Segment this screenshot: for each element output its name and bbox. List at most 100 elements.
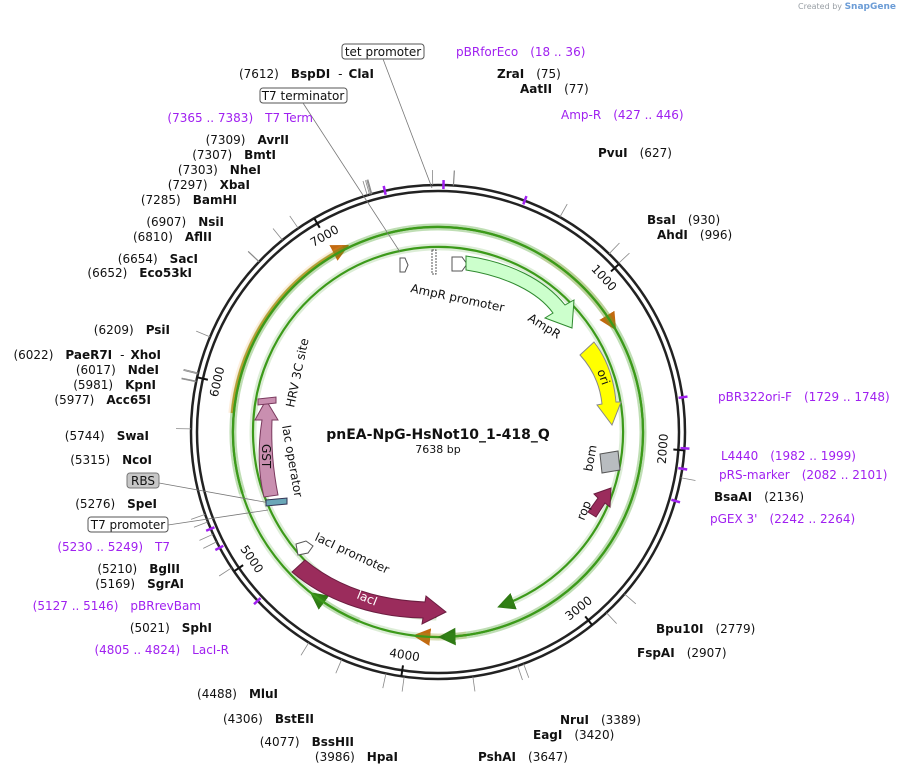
primer-mark-amp-r: [522, 195, 528, 205]
site-tick-xbai: [365, 180, 371, 195]
primer-t7-term-range: (7365 .. 7383): [167, 111, 253, 125]
site-eagi: EagI(3420): [533, 728, 614, 742]
site-bpu10i-name: Bpu10I: [656, 622, 703, 636]
site-ndei-name: NdeI: [128, 363, 159, 377]
site-nhei: (7303)NheI: [178, 163, 261, 177]
site-tick-nsii: [289, 215, 299, 229]
site-bspdi-clai: (7612)BspDI-ClaI: [239, 67, 374, 81]
primer-prs-marker: pRS-marker(2082 .. 2101): [719, 468, 887, 482]
lac-operator-marker: [265, 497, 288, 507]
site-xhoi-name: XhoI: [130, 348, 161, 362]
site-fspai-name: FspAI: [637, 646, 675, 660]
primer-mark-pgex-3-: [671, 498, 681, 504]
site-bsai-pos: (930): [688, 213, 720, 227]
primer-pbrrevbam-name: pBRrevBam: [130, 599, 201, 613]
hrv-3c-site-marker: [257, 396, 277, 406]
site-bsteii: (4306)BstEII: [223, 712, 314, 726]
site-kpni: (5981) KpnI: [73, 378, 156, 392]
site-xbai-pos: (7297): [168, 178, 208, 192]
site-tick-sphi: [218, 567, 232, 577]
site-psii: (6209)PsiI: [94, 323, 170, 337]
site-tick-psii: [196, 330, 211, 338]
site-bglii: (5210)BglII: [97, 562, 180, 576]
site-tick-mlui: [300, 642, 310, 656]
site-bsaai: BsaAI (2136): [714, 490, 804, 504]
site-fspai: FspAI(2907): [637, 646, 727, 660]
primer-pbr322ori-f-range: (1729 .. 1748): [804, 390, 890, 404]
site-bsshii-pos: (4077): [260, 735, 300, 749]
created-by-text: Created by: [798, 2, 843, 11]
primer-pbrforeco-range: (18 .. 36): [530, 45, 585, 59]
site-eagi-name: EagI: [533, 728, 562, 742]
primer-mark-prs-marker: [678, 466, 688, 471]
site-sphi: (5021)SphI: [130, 621, 212, 635]
rbs-box: RBS: [126, 472, 160, 489]
site-sgrai-pos: (5169): [95, 577, 135, 591]
tick-6000: [196, 376, 209, 381]
site-avrii-pos: (7309): [206, 133, 246, 147]
site-avrii: (7309) AvrII: [206, 133, 289, 147]
site-kpni-name: KpnI: [125, 378, 156, 392]
site-tick-bsaai: [680, 477, 696, 481]
site-tick-hpai: [401, 676, 405, 692]
site-kpni-pos: (5981): [73, 378, 113, 392]
site-bmti-pos: (7307): [192, 148, 232, 162]
site-bsshii-name: BssHII: [312, 735, 354, 749]
site-eco53ki-name: Eco53kI: [139, 266, 192, 280]
site-tick-sgrai: [203, 541, 217, 549]
tick-1000: [610, 263, 620, 273]
site-tick-bsteii: [335, 659, 343, 674]
site-bsaai-pos: (2136): [764, 490, 804, 504]
site-mlui-name: MluI: [249, 687, 278, 701]
site-acc65i-name: Acc65I: [106, 393, 151, 407]
site-paer7i-pos: (6022): [13, 348, 53, 362]
site-aatii-pos: (77): [564, 82, 589, 96]
site-tick-bglii: [199, 533, 214, 541]
laci-arrow: [291, 559, 447, 625]
site-pshai-name: PshAI: [478, 750, 516, 764]
bom-label: bom: [581, 444, 599, 473]
primer-t7-term: (7365 .. 7383) T7 Term: [167, 111, 313, 125]
ori-label: ori: [594, 367, 612, 386]
site-bsshii: (4077) BssHII: [260, 735, 354, 749]
site-nsii-pos: (6907): [146, 215, 186, 229]
green-arc-bottom-halo: [229, 223, 647, 641]
site-mlui-pos: (4488): [197, 687, 237, 701]
site-bsai: BsaI (930): [647, 213, 720, 227]
site-bsteii-pos: (4306): [223, 712, 263, 726]
site-nrui: NruI(3389): [560, 713, 641, 727]
tet-promoter-label: tet promoter: [345, 45, 421, 59]
site-sphi-name: SphI: [182, 621, 212, 635]
site-avrii-name: AvrII: [257, 133, 289, 147]
site-tick-bmti: [367, 179, 372, 195]
site-pshai: PshAI(3647): [478, 750, 568, 764]
tick-2000: [673, 448, 685, 452]
gst-arrow: [254, 398, 279, 498]
site-tick-nhei: [366, 179, 372, 195]
snapgene-credit: Created by SnapGene: [798, 2, 896, 12]
site-bsaai-name: BsaAI: [714, 490, 752, 504]
t7-terminator-label: T7 terminator: [261, 89, 345, 103]
primer-amp-r-name: Amp-R: [561, 108, 601, 122]
site-bsai-name: BsaI: [647, 213, 676, 227]
site-bspdi-name: BspDI: [291, 67, 330, 81]
rbs-label: RBS: [131, 474, 155, 488]
site-ncoi: (5315)NcoI: [70, 453, 152, 467]
green-arc-bottom: [231, 225, 645, 646]
tick-5000: [233, 564, 244, 573]
backbone-outer: [189, 183, 687, 681]
primer-t7: (5230 .. 5249)T7: [57, 540, 170, 554]
site-aflii: (6810)AflII: [133, 230, 212, 244]
primer-l4440-name: L4440: [721, 449, 758, 463]
primer-t7-range: (5230 .. 5249): [57, 540, 143, 554]
site-nrui-pos: (3389): [601, 713, 641, 727]
green-arc-right: [251, 245, 625, 619]
tick-label-2000: 2000: [655, 433, 671, 465]
primer-t7-term-name: T7 Term: [264, 111, 313, 125]
tet-promoter-box: tet promoter: [341, 43, 425, 60]
laci-promoter-arrow: [295, 540, 314, 556]
site-bglii-pos: (5210): [97, 562, 137, 576]
tick-7000: [313, 217, 321, 229]
site-swai-name: SwaI: [117, 429, 149, 443]
